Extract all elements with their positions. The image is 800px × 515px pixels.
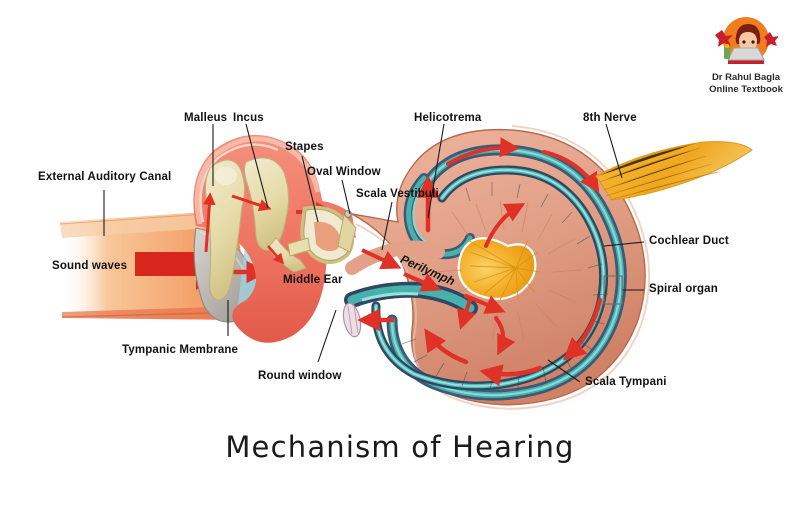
label-scala-vestibuli: Scala Vestibuli [356,188,439,200]
sound-flow-arrows [416,137,603,387]
label-sound-waves: Sound waves [52,260,128,272]
label-oval-window: Oval Window [307,166,381,178]
round-window-art [342,302,394,338]
logo-illustration [715,17,778,64]
label-leader-lines [103,123,645,383]
label-stapes: Stapes [285,141,324,153]
label-scala-tympani: Scala Tympani [585,376,667,388]
label-helicotrema: Helicotrema [414,112,482,124]
stapes-art [287,205,357,264]
label-round-window: Round window [258,370,342,382]
label-middle-ear: Middle Ear [283,274,343,286]
label-malleus: Malleus [184,112,228,124]
label-external-auditory-canal: External Auditory Canal [38,171,172,183]
figure-title: Mechanism of Hearing [225,430,575,464]
label-8th-nerve: 8th Nerve [583,112,637,124]
label-incus: Incus [233,112,264,124]
logo-line-2: Online Textbook [709,83,783,95]
label-spiral-organ: Spiral organ [649,283,718,295]
basal-turn-channel [344,240,478,316]
modiolus-nerve-fan [433,199,583,341]
eighth-nerve-art [595,141,753,201]
label-cochlear-duct: Cochlear Duct [649,235,729,247]
logo-block[interactable]: Dr Rahul Bagla Online Textbook [700,14,792,98]
logo-line-1: Dr Rahul Bagla [711,72,781,83]
label-tympanic-membrane: Tympanic Membrane [122,344,239,356]
logo-caption: Dr Rahul Bagla Online Textbook [700,72,792,96]
